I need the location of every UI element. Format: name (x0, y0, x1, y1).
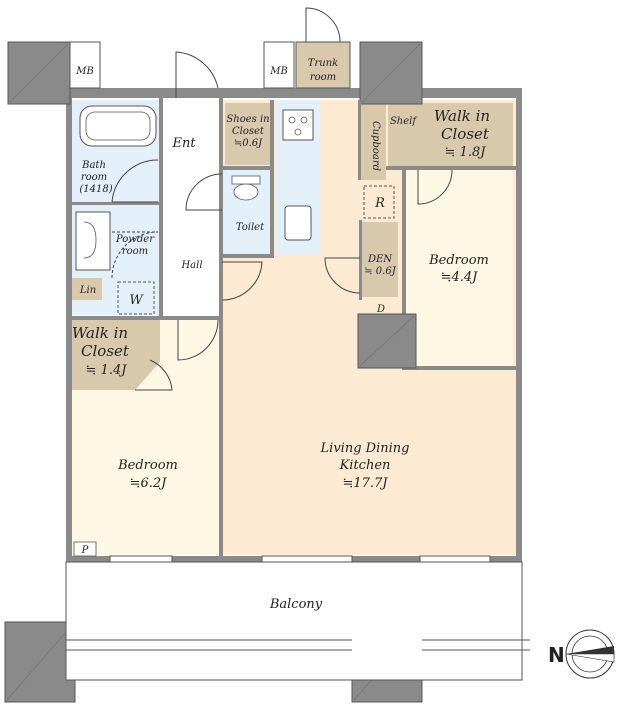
wall-wic-right-bottom (386, 166, 516, 170)
shoes-closet-label-3: ≒0.6J (234, 138, 263, 149)
wic-left-label-3: ≒ 1.4J (86, 363, 128, 378)
wic-right-label-1: Walk in (434, 107, 490, 125)
den-label-1: DEN (367, 254, 393, 265)
toilet-door (185, 173, 223, 211)
bedroom-right-label-1: Bedroom (428, 253, 489, 268)
windows (109, 555, 491, 563)
powder-room-label-2: room (122, 246, 148, 257)
bathtub (79, 105, 157, 147)
bath-room-label-1: Bath (81, 160, 106, 171)
trunk-room-box (295, 41, 351, 89)
pipe-label: P (81, 545, 89, 556)
trunk-door (305, 7, 341, 43)
wall-toilet-bottom (222, 254, 272, 258)
mb-left-label: MB (75, 66, 94, 77)
wall-bath-powder (72, 202, 160, 205)
cupboard-label: Cupboard (370, 121, 381, 171)
lin-floor (72, 278, 102, 300)
ldk-label-3: ≒17.7J (342, 476, 388, 491)
trunk-room-label-2: room (310, 72, 336, 83)
wall-den-left (359, 220, 362, 300)
wall-cupboard-left (358, 100, 361, 180)
fridge-space (363, 185, 395, 219)
wall-bedroom-right-bottom (402, 366, 516, 370)
trunk-room-label-1: Trunk (308, 58, 338, 69)
balcony-label: Balcony (269, 597, 323, 612)
bedroom-left-label-1: Bedroom (117, 458, 178, 473)
shoes-closet-floor (225, 103, 270, 165)
ldk-door (221, 261, 263, 301)
shoes-closet-label-1: Shoes in (226, 114, 269, 125)
wall-bedroom-right-left (402, 170, 406, 368)
mb-box-left (69, 41, 101, 89)
wic-right-label-2: Closet (441, 125, 490, 143)
mb-box-right (263, 41, 295, 89)
bedroom-right-floor (405, 170, 513, 368)
cupboard-floor (360, 103, 386, 180)
shelf-label: Shelf (390, 116, 418, 127)
wall-wic-left-top (72, 316, 220, 320)
stove (282, 109, 314, 141)
wall-toilet-right (270, 100, 274, 258)
bath-room-label-3: (1418) (79, 184, 112, 195)
hall-label: Hall (180, 260, 202, 271)
wic-right-floor (388, 103, 513, 167)
lin-label: Lin (79, 285, 96, 296)
ldk-label-1: Living Dining (320, 441, 410, 456)
vanity (75, 211, 111, 271)
den-label-2: ≒ 0.6J (364, 266, 396, 277)
shoes-closet-label-2: Closet (232, 126, 265, 137)
entrance-door (175, 51, 219, 98)
wic-left-door (135, 359, 173, 391)
wic-left-label-2: Closet (81, 342, 130, 360)
bath-room-label-2: room (81, 172, 107, 183)
toilet-label: Toilet (236, 222, 265, 233)
den-floor (362, 222, 398, 297)
compass-north-label: N (548, 643, 565, 667)
wic-right-label-3: ≒ 1.8J (445, 145, 487, 160)
fridge-label: R (374, 196, 385, 211)
wic-left-floor (72, 318, 160, 390)
wall-toilet-top (222, 166, 272, 170)
den-door (324, 257, 361, 294)
powder-door (111, 231, 159, 279)
wall-bath-hall (159, 98, 163, 320)
washer-label: W (129, 293, 144, 308)
mb-right-label: MB (269, 66, 288, 77)
bath-door (111, 159, 159, 203)
toilet-bowl (233, 183, 259, 201)
ldk-label-2: Kitchen (339, 458, 391, 473)
kitchen-sink (284, 205, 312, 241)
bedroom-left-label-2: ≒6.2J (130, 476, 168, 491)
bedroom-left-door (177, 319, 219, 361)
bedroom-right-door (417, 169, 453, 205)
compass (565, 629, 615, 679)
balcony-area (65, 561, 523, 681)
duct-label: D (376, 304, 385, 315)
entrance-label: Ent (171, 136, 196, 151)
bedroom-right-label-2: ≒4.4J (441, 270, 479, 285)
pipe-box (73, 541, 97, 557)
washer-space (117, 281, 155, 315)
powder-room-label-1: Powder (115, 234, 155, 245)
wic-left-label-1: Walk in (72, 324, 128, 342)
wall-hall-ldk (219, 98, 223, 556)
